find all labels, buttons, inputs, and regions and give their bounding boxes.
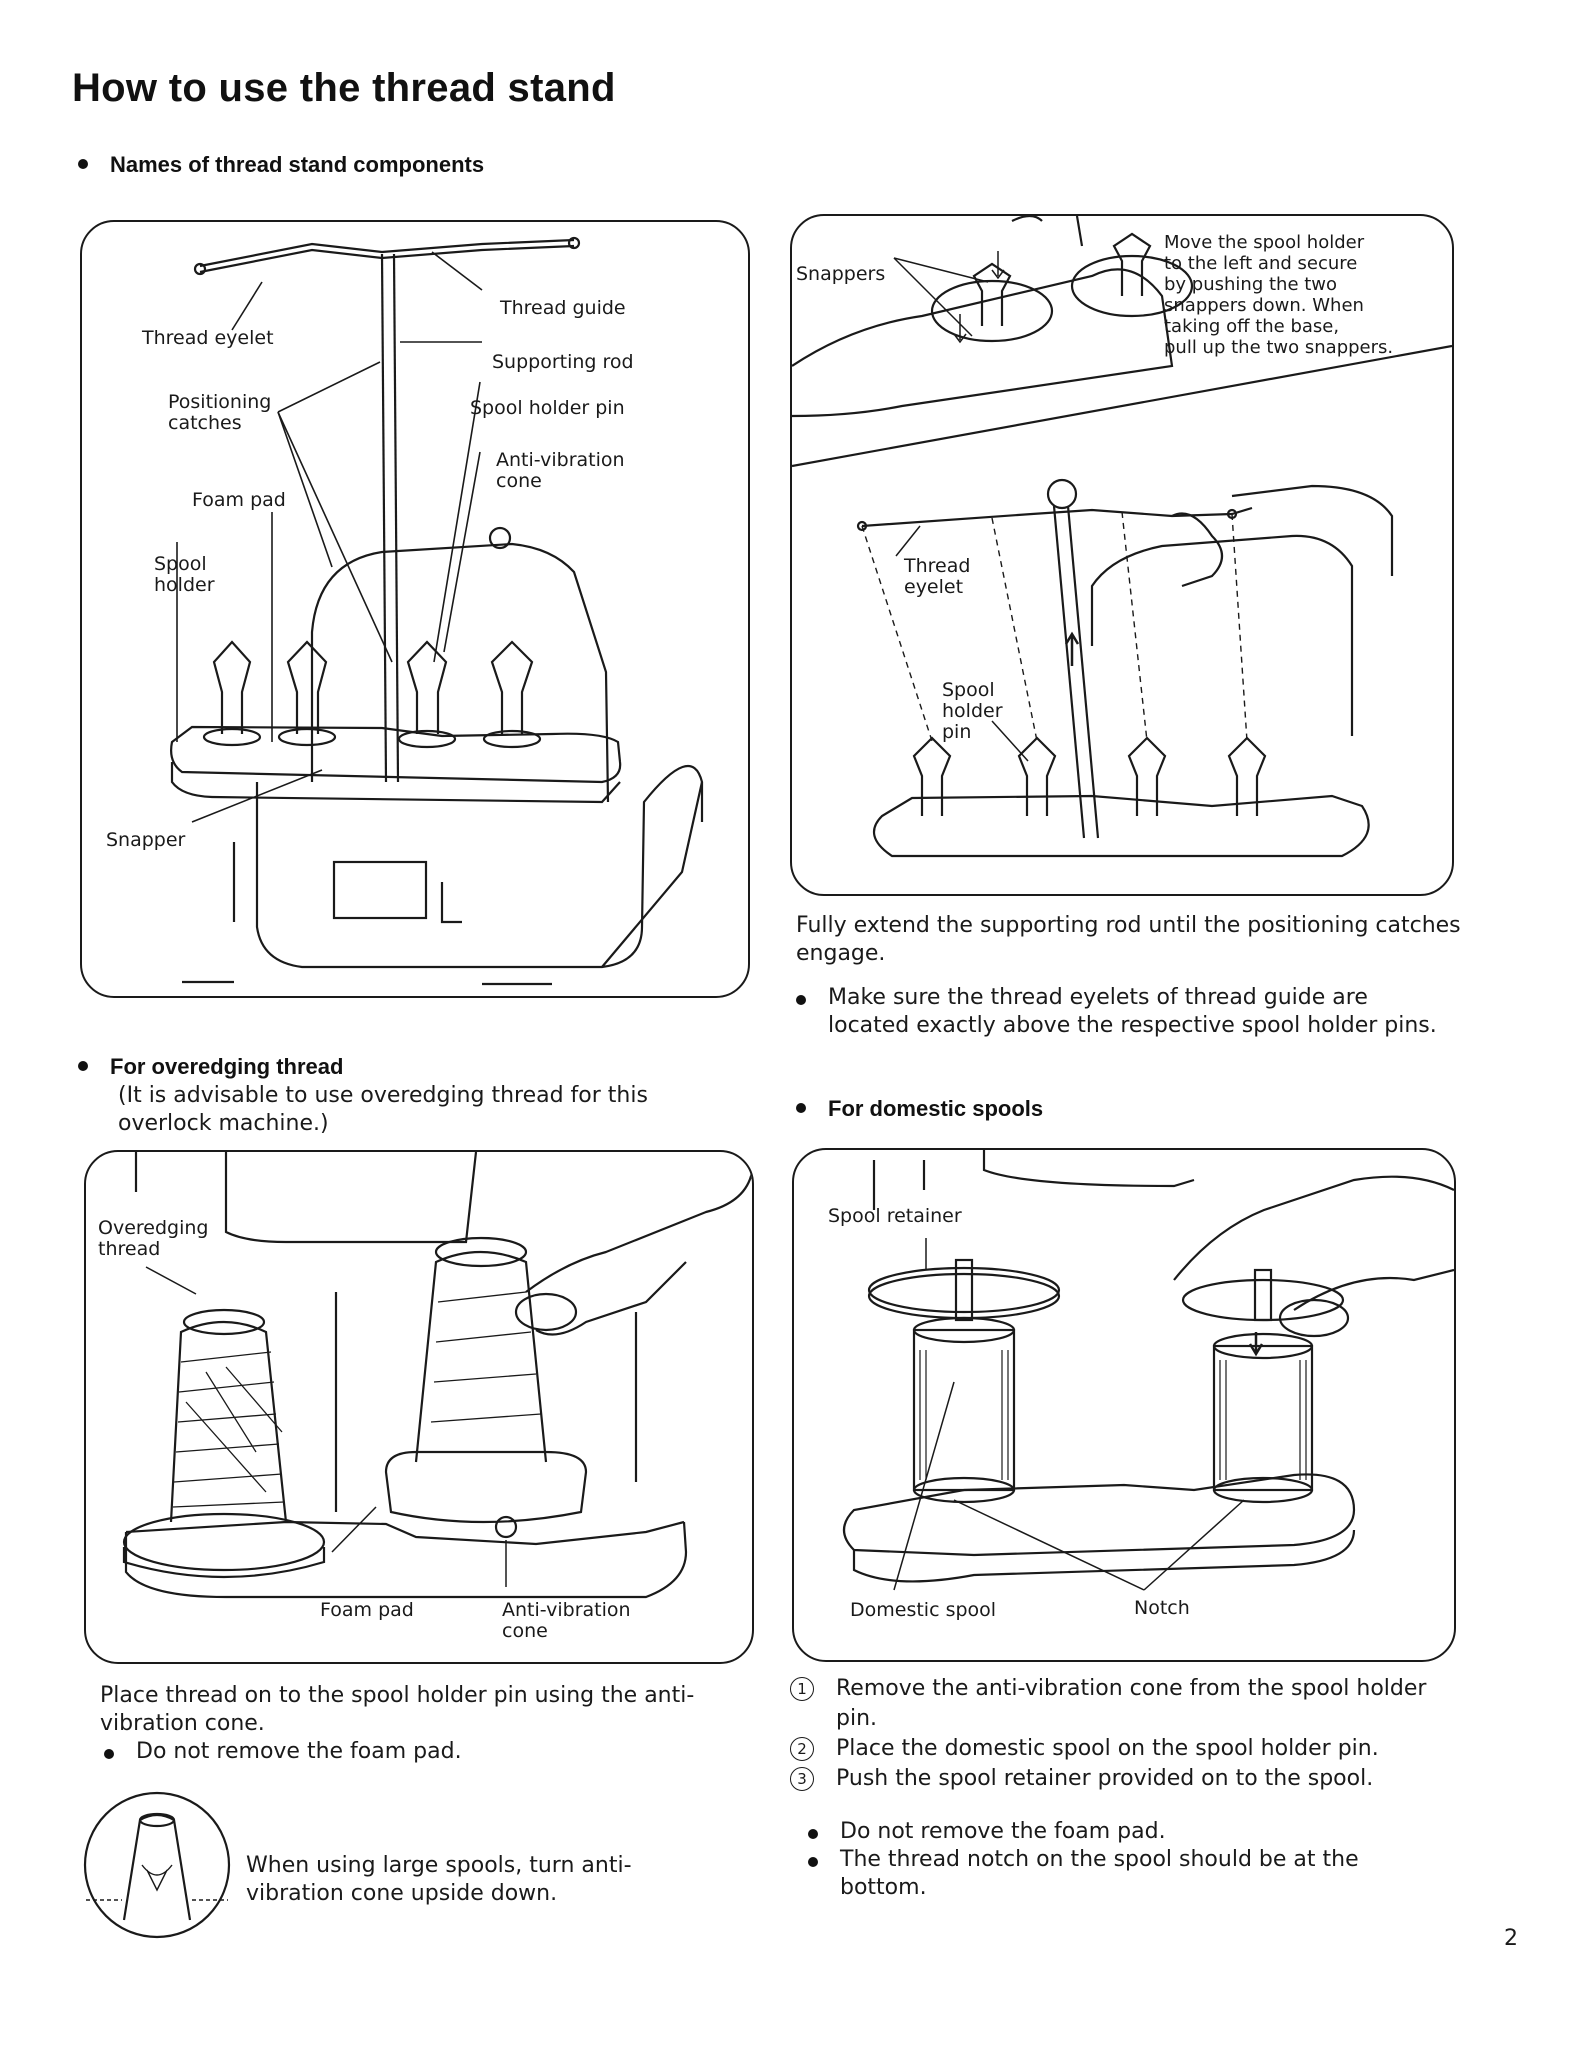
overedging-note: (It is advisable to use overedging threa… — [118, 1083, 648, 1136]
page-number: 2 — [1504, 1926, 1518, 1951]
overedging-bullet-list: Do not remove the foam pad. — [104, 1738, 704, 1766]
inverted-cone-icon — [83, 1791, 231, 1939]
bullet-icon — [796, 1103, 806, 1114]
bullet-icon — [78, 1061, 88, 1072]
overedging-illustration: Overedging thread Foam pad Anti-vibratio… — [84, 1150, 754, 1664]
inverted-cone-inset — [82, 1790, 232, 1940]
label-foam-pad: Foam pad — [192, 489, 286, 511]
label-anti-vibration-cone: Anti-vibration cone — [496, 449, 625, 492]
overedging-cone-drawing — [122, 1152, 752, 1599]
bullet-icon — [808, 1829, 818, 1839]
label-supporting-rod: Supporting rod — [492, 351, 634, 373]
domestic-spool-illustration: Spool retainer Domestic spool Notch — [792, 1148, 1456, 1662]
large-spool-note: When using large spools, turn anti-vibra… — [246, 1853, 632, 1906]
overlock-machine-drawing — [170, 236, 704, 986]
domestic-bullet-list: Do not remove the foam pad. The thread n… — [808, 1818, 1438, 1902]
label-thread-guide: Thread guide — [500, 297, 626, 319]
step-number: 3 — [790, 1767, 814, 1791]
label-spool-holder-pin: Spool holder pin — [470, 397, 625, 419]
mounting-instruction: Move the spool holder to the left and se… — [1164, 232, 1394, 358]
label-foam-pad-2: Foam pad — [320, 1599, 414, 1621]
extend-bullet-list: Make sure the thread eyelets of thread g… — [796, 984, 1456, 1040]
thread-stand-mounting-drawing — [792, 216, 1452, 858]
list-item: Make sure the thread eyelets of thread g… — [796, 984, 1456, 1040]
label-snappers: Snappers — [796, 263, 886, 285]
bullet-icon — [808, 1857, 818, 1867]
overedging-instruction: Place thread on to the spool holder pin … — [100, 1683, 695, 1736]
components-heading: Names of thread stand components — [78, 152, 484, 178]
overedging-heading: For overedging thread — [78, 1054, 343, 1080]
spool-cones — [202, 640, 542, 749]
label-domestic-spool: Domestic spool — [850, 1599, 997, 1621]
step-number: 2 — [790, 1737, 814, 1761]
label-overedging-thread: Overedging thread — [98, 1217, 209, 1260]
label-spool-retainer: Spool retainer — [828, 1205, 962, 1227]
step-number: 1 — [790, 1677, 814, 1701]
list-item: The thread notch on the spool should be … — [808, 1846, 1438, 1902]
label-positioning-catches: Positioning catches — [168, 391, 272, 434]
page-title: How to use the thread stand — [72, 66, 616, 110]
base-mounting-illustration: Snappers Move the spool holder to the le… — [790, 214, 1454, 896]
list-item: Do not remove the foam pad. — [808, 1818, 1438, 1846]
label-spool-holder-pin-2: Spool holder pin — [942, 679, 1003, 743]
label-notch: Notch — [1134, 1597, 1190, 1619]
label-anti-vibration-cone-2: Anti-vibration cone — [502, 1599, 631, 1642]
label-thread-eyelet: Thread eyelet — [142, 327, 274, 349]
label-snapper: Snapper — [106, 829, 186, 851]
domestic-heading: For domestic spools — [796, 1096, 1043, 1122]
bullet-icon — [796, 995, 806, 1005]
components-illustration: Thread guide Thread eyelet Supporting ro… — [80, 220, 750, 998]
bullet-icon — [78, 159, 88, 170]
bullet-icon — [104, 1749, 114, 1759]
label-spool-holder: Spool holder — [154, 553, 215, 596]
list-item: Do not remove the foam pad. — [104, 1738, 704, 1766]
extend-rod-text: Fully extend the supporting rod until th… — [796, 913, 1461, 966]
label-thread-eyelet-2: Thread eyelet — [904, 555, 971, 598]
domestic-spool-drawing — [842, 1150, 1454, 1591]
